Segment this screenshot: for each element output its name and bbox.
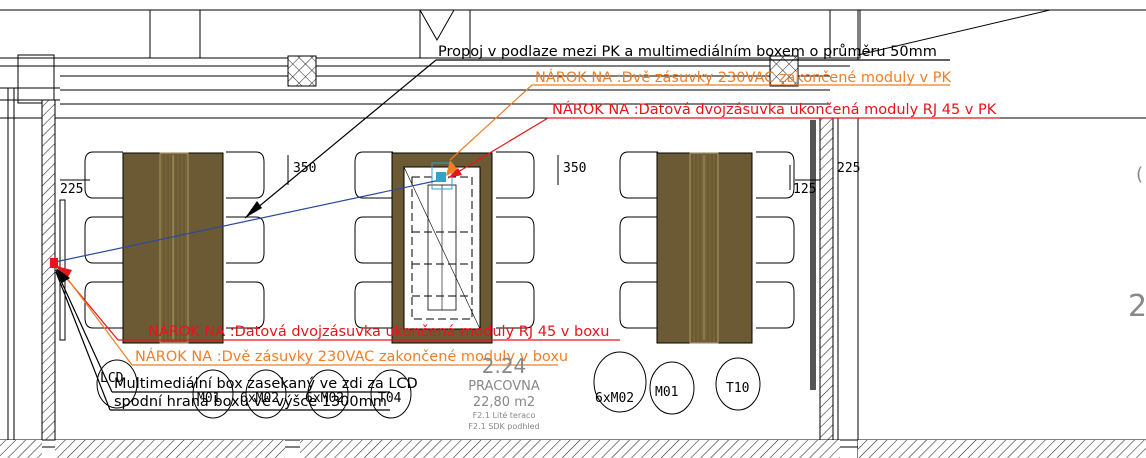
annotation-box-line1: Multimediální box zasekaný ve zdi za LCD [114,376,418,392]
chair [756,281,795,329]
room-name: PRACOVNA [468,379,540,394]
symbol-6xm02-mid: 6xM02 [305,391,344,406]
symbol-lcd: LCD [100,371,124,386]
table-left [122,152,224,344]
pk-connection-marker [436,172,446,182]
chair [496,281,535,329]
dim-125: 125 [793,182,816,197]
multimedia-box-marker [50,258,58,268]
annotation-narok-datova-pk: NÁROK NA :Datová dvojzásuvka ukončená mo… [552,101,997,118]
symbol-t04: T04 [378,391,402,406]
chair [496,216,535,264]
next-room-number-partial: 2 [1128,289,1146,324]
wall-right-dark [810,120,816,390]
chair [619,216,658,264]
chair [84,216,123,264]
symbol-t10: T10 [726,381,749,396]
symbol-6xm02-left: 6xM02 [240,391,279,406]
room-ceiling: F2.1 SDK podhled [468,422,539,431]
annotation-narok-datova-box: NÁROK NA :Datová dvojzásuvka ukončená mo… [148,323,609,340]
dim-225-right: 225 [837,161,860,176]
structural-column-left [287,55,317,87]
chair [226,216,265,264]
annotation-narok-zasuvky-pk: NÁROK NA :Dvě zásuvky 230VAC zakončené m… [535,69,951,86]
wall-left [41,99,56,441]
chairs [84,151,795,329]
arrowheads [56,160,462,283]
chair [756,216,795,264]
table-right [656,152,753,344]
edge-text-partial: ( [1136,164,1143,185]
chair [354,281,393,329]
room-area: 22,80 m2 [473,395,535,410]
room-floor: F2.1 Lité teraco [473,410,536,420]
chair [496,151,535,199]
chair [84,281,123,329]
chair [619,151,658,199]
chair [354,216,393,264]
dimensions [60,155,834,190]
annotation-narok-zasuvky-box: NÁROK NA :Dvě zásuvky 230VAC zakončené m… [135,348,568,365]
annotation-propoj: Propoj v podlaze mezi PK a multimediální… [438,44,937,60]
structural-column-right [769,55,799,87]
wall-right [819,117,834,441]
chair [756,151,795,199]
room-number: 2.24 [482,354,527,378]
wall-bottom-right [858,440,1146,458]
symbol-6xm02-right: 6xM02 [595,391,634,406]
chair [226,281,265,329]
symbol-m01-left: M01 [197,391,220,406]
leader-lines [54,59,1000,411]
symbol-m01-right: M01 [655,385,678,400]
wall-bottom-far-left [0,440,42,458]
chair [226,151,265,199]
dim-225-left: 225 [60,182,83,197]
dim-350-right: 350 [563,161,586,176]
wall-bottom-mid [300,440,840,458]
chair [84,151,123,199]
annotation-box-line2: spodní hrana boxu ve výšce 1300mm [114,394,387,410]
chair [619,281,658,329]
wall-bottom-left [55,440,285,458]
device-symbols [96,351,761,419]
